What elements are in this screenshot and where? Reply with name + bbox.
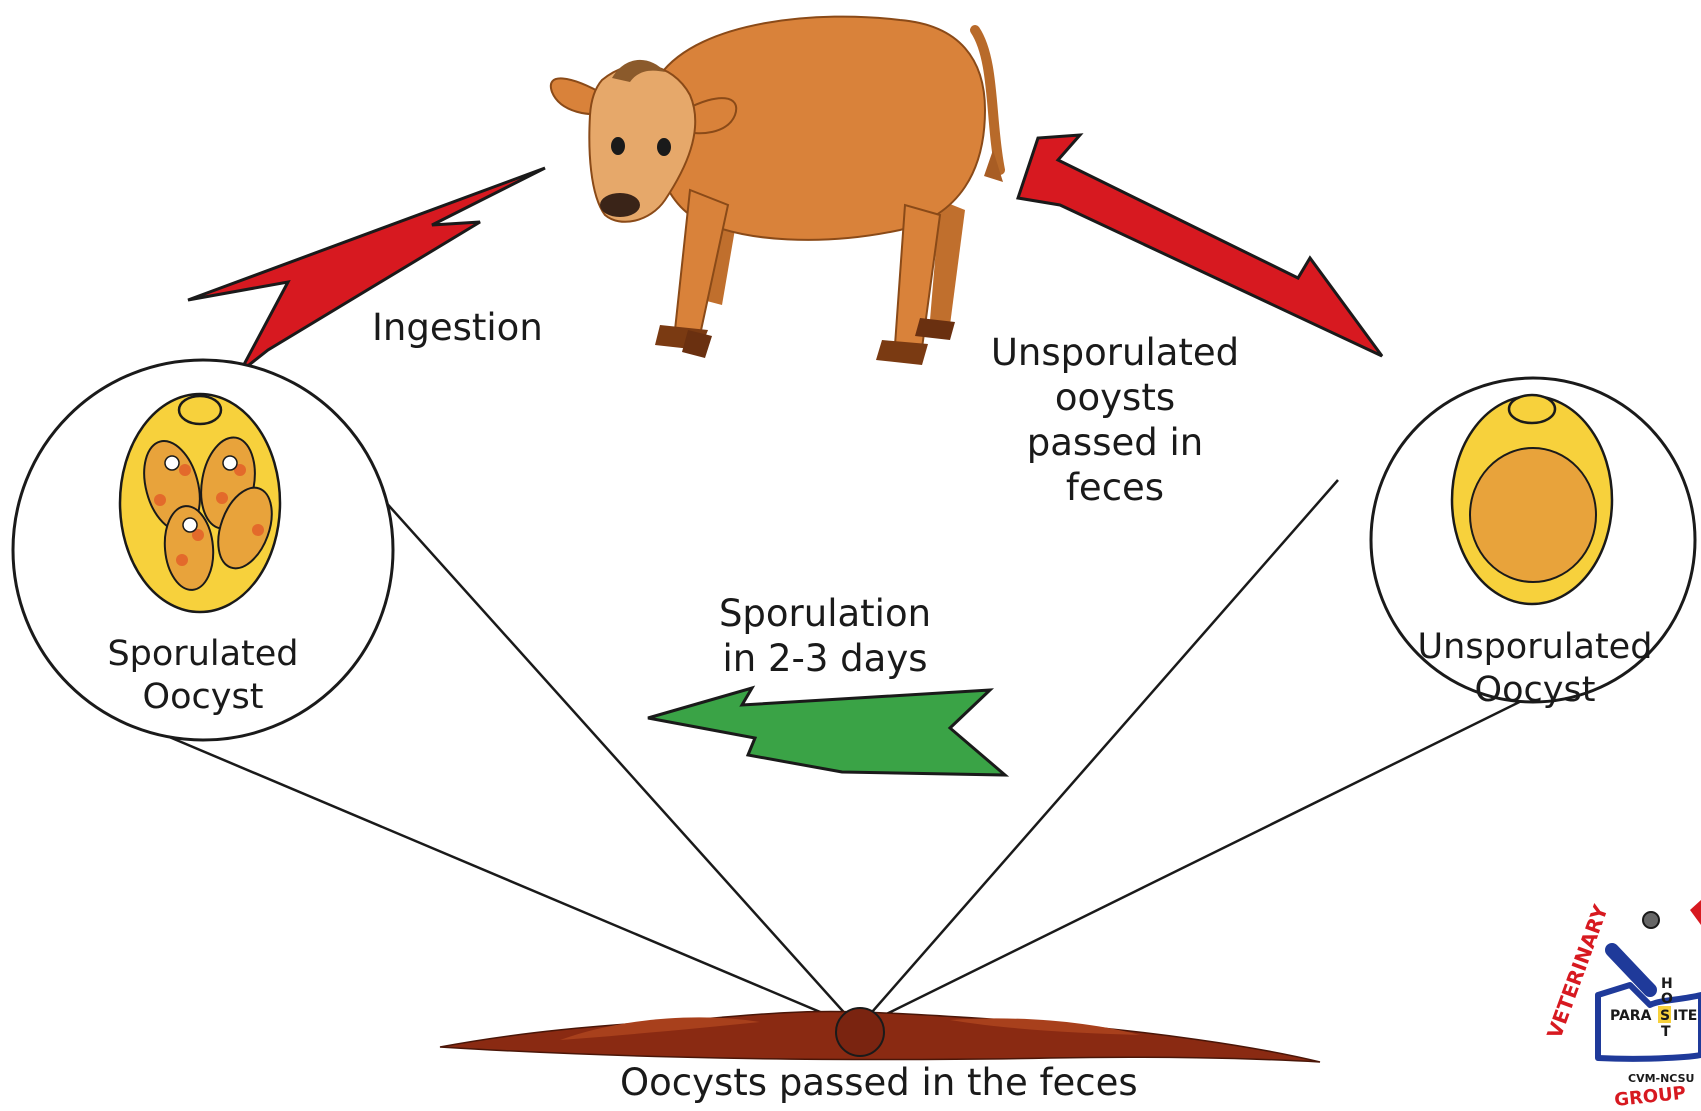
logo-letter-o: O <box>1661 991 1673 1007</box>
logo-group-text: GROUP <box>1613 1083 1687 1111</box>
unsporulated-oocyst-line-2: Oocyst <box>1415 669 1655 712</box>
unsporulated-passed-label: Unsporulated ooysts passed in feces <box>965 330 1265 511</box>
unsporulated-passed-line-4: feces <box>965 465 1265 510</box>
unsporulated-passed-line-3: passed in <box>965 420 1265 465</box>
feces-pile <box>440 1008 1320 1062</box>
unsporulated-passed-line-1: Unsporulated <box>965 330 1265 375</box>
unsporulated-oocyst-icon <box>1452 395 1612 604</box>
sporulation-label: Sporulation in 2-3 days <box>680 591 970 681</box>
logo-veterinary-text: VETERINARY <box>1542 901 1613 1042</box>
logo-para-text: PARA <box>1610 1008 1652 1024</box>
sporulated-oocyst-line-2: Oocyst <box>83 676 323 719</box>
logo-ite-text: ITE <box>1673 1008 1697 1024</box>
veterinary-parasite-group-logo: VETERINARY H O PARA S ITE T CVM-NCSU GRO… <box>1542 900 1701 1111</box>
logo-letter-h: H <box>1661 976 1673 992</box>
sporulated-oocyst-line-1: Sporulated <box>83 633 323 676</box>
ingestion-label: Ingestion <box>372 305 543 350</box>
calf-illustration <box>551 17 1003 365</box>
feces-caption: Oocysts passed in the feces <box>620 1060 1100 1105</box>
shedding-arrow <box>1018 135 1382 356</box>
sporulated-oocyst-icon <box>120 394 282 612</box>
logo-letter-t: T <box>1661 1024 1671 1040</box>
logo-letter-s: S <box>1660 1008 1670 1024</box>
sporulation-line-1: Sporulation <box>680 591 970 636</box>
unsporulated-oocyst-line-1: Unsporulated <box>1415 626 1655 669</box>
unsporulated-passed-line-2: ooysts <box>965 375 1265 420</box>
sporulation-arrow <box>648 688 1005 775</box>
sporulated-oocyst-label: Sporulated Oocyst <box>83 633 323 718</box>
unsporulated-oocyst-label: Unsporulated Oocyst <box>1415 626 1655 711</box>
sporulation-line-2: in 2-3 days <box>680 636 970 681</box>
